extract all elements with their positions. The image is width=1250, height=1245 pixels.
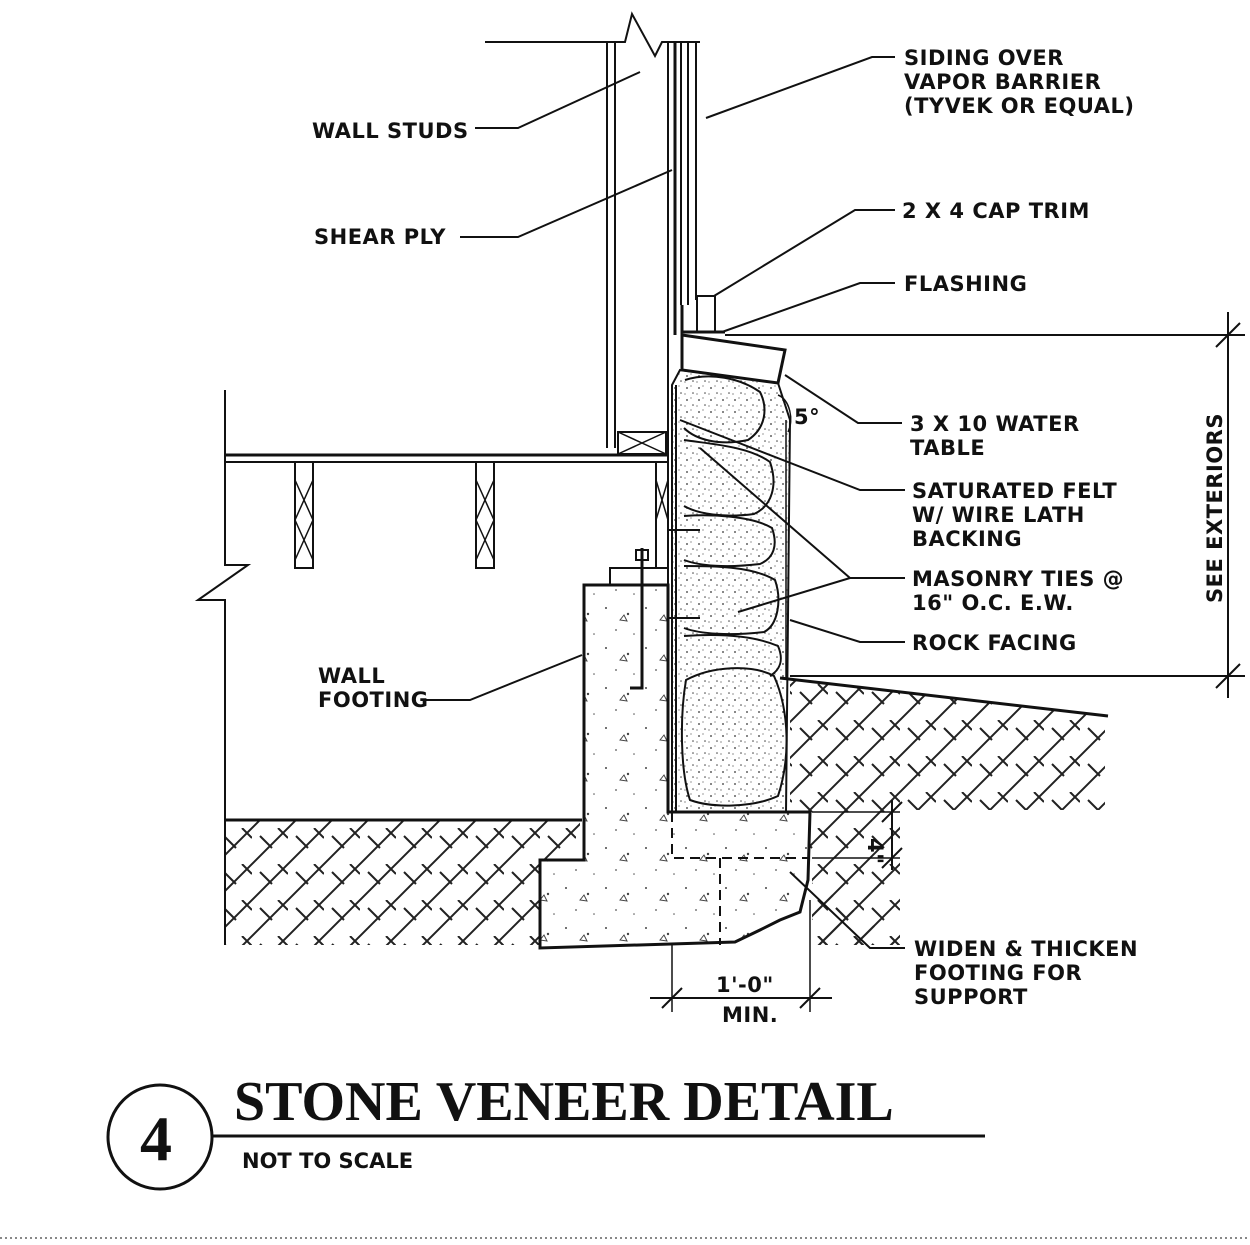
siding-label-line1: SIDING OVER <box>904 46 1064 70</box>
water-table-label-line2: TABLE <box>910 436 985 460</box>
rock-facing-label: ROCK FACING <box>912 631 1077 655</box>
title-block: 4 STONE VENEER DETAIL NOT TO SCALE <box>106 1071 985 1191</box>
detail-number: 4 <box>140 1103 172 1174</box>
siding-label-line3: (TYVEK OR EQUAL) <box>904 94 1134 118</box>
ties-label-line2: 16" O.C. E.W. <box>912 591 1074 615</box>
break-line-left <box>194 390 252 945</box>
felt-label-line2: W/ WIRE LATH <box>912 503 1085 527</box>
height-dimension <box>725 312 1245 698</box>
foundation-wall <box>538 548 812 950</box>
wall-studs-label: WALL STUDS <box>312 119 469 143</box>
scale-note: NOT TO SCALE <box>242 1149 413 1173</box>
width-dimension-label: 1'-0" <box>716 973 774 997</box>
wall-footing-label-line2: FOOTING <box>318 688 429 712</box>
widen-label-line1: WIDEN & THICKEN <box>914 937 1138 961</box>
depth-dimension-label: 4" <box>863 838 887 865</box>
ties-label-line1: MASONRY TIES @ <box>912 567 1124 591</box>
felt-label-line1: SATURATED FELT <box>912 479 1117 503</box>
cap-trim-label: 2 X 4 CAP TRIM <box>902 199 1090 223</box>
leader-lines <box>425 56 905 949</box>
see-exteriors-label: SEE EXTERIORS <box>1203 413 1227 603</box>
widen-label-line2: FOOTING FOR <box>914 961 1082 985</box>
stone-veneer <box>668 368 792 813</box>
flashing-label: FLASHING <box>904 272 1027 296</box>
slope-arc <box>777 394 792 433</box>
felt-label-line3: BACKING <box>912 527 1022 551</box>
callout-labels: SIDING OVER VAPOR BARRIER (TYVEK OR EQUA… <box>312 46 1138 1009</box>
depth-dimension <box>812 800 903 870</box>
floor-joists <box>294 461 669 569</box>
detail-title: STONE VENEER DETAIL <box>234 1071 894 1133</box>
grade-line <box>779 676 1109 718</box>
widen-label-line3: SUPPORT <box>914 985 1028 1009</box>
slope-label: 5° <box>794 405 820 429</box>
water-table-label-line1: 3 X 10 WATER <box>910 412 1080 436</box>
siding-label-line2: VAPOR BARRIER <box>904 70 1101 94</box>
shear-ply-label: SHEAR PLY <box>314 225 446 249</box>
width-min-label: MIN. <box>722 1003 778 1027</box>
wall-footing-label-line1: WALL <box>318 664 385 688</box>
earth-fill <box>225 680 1105 945</box>
width-dimension <box>650 900 832 1012</box>
